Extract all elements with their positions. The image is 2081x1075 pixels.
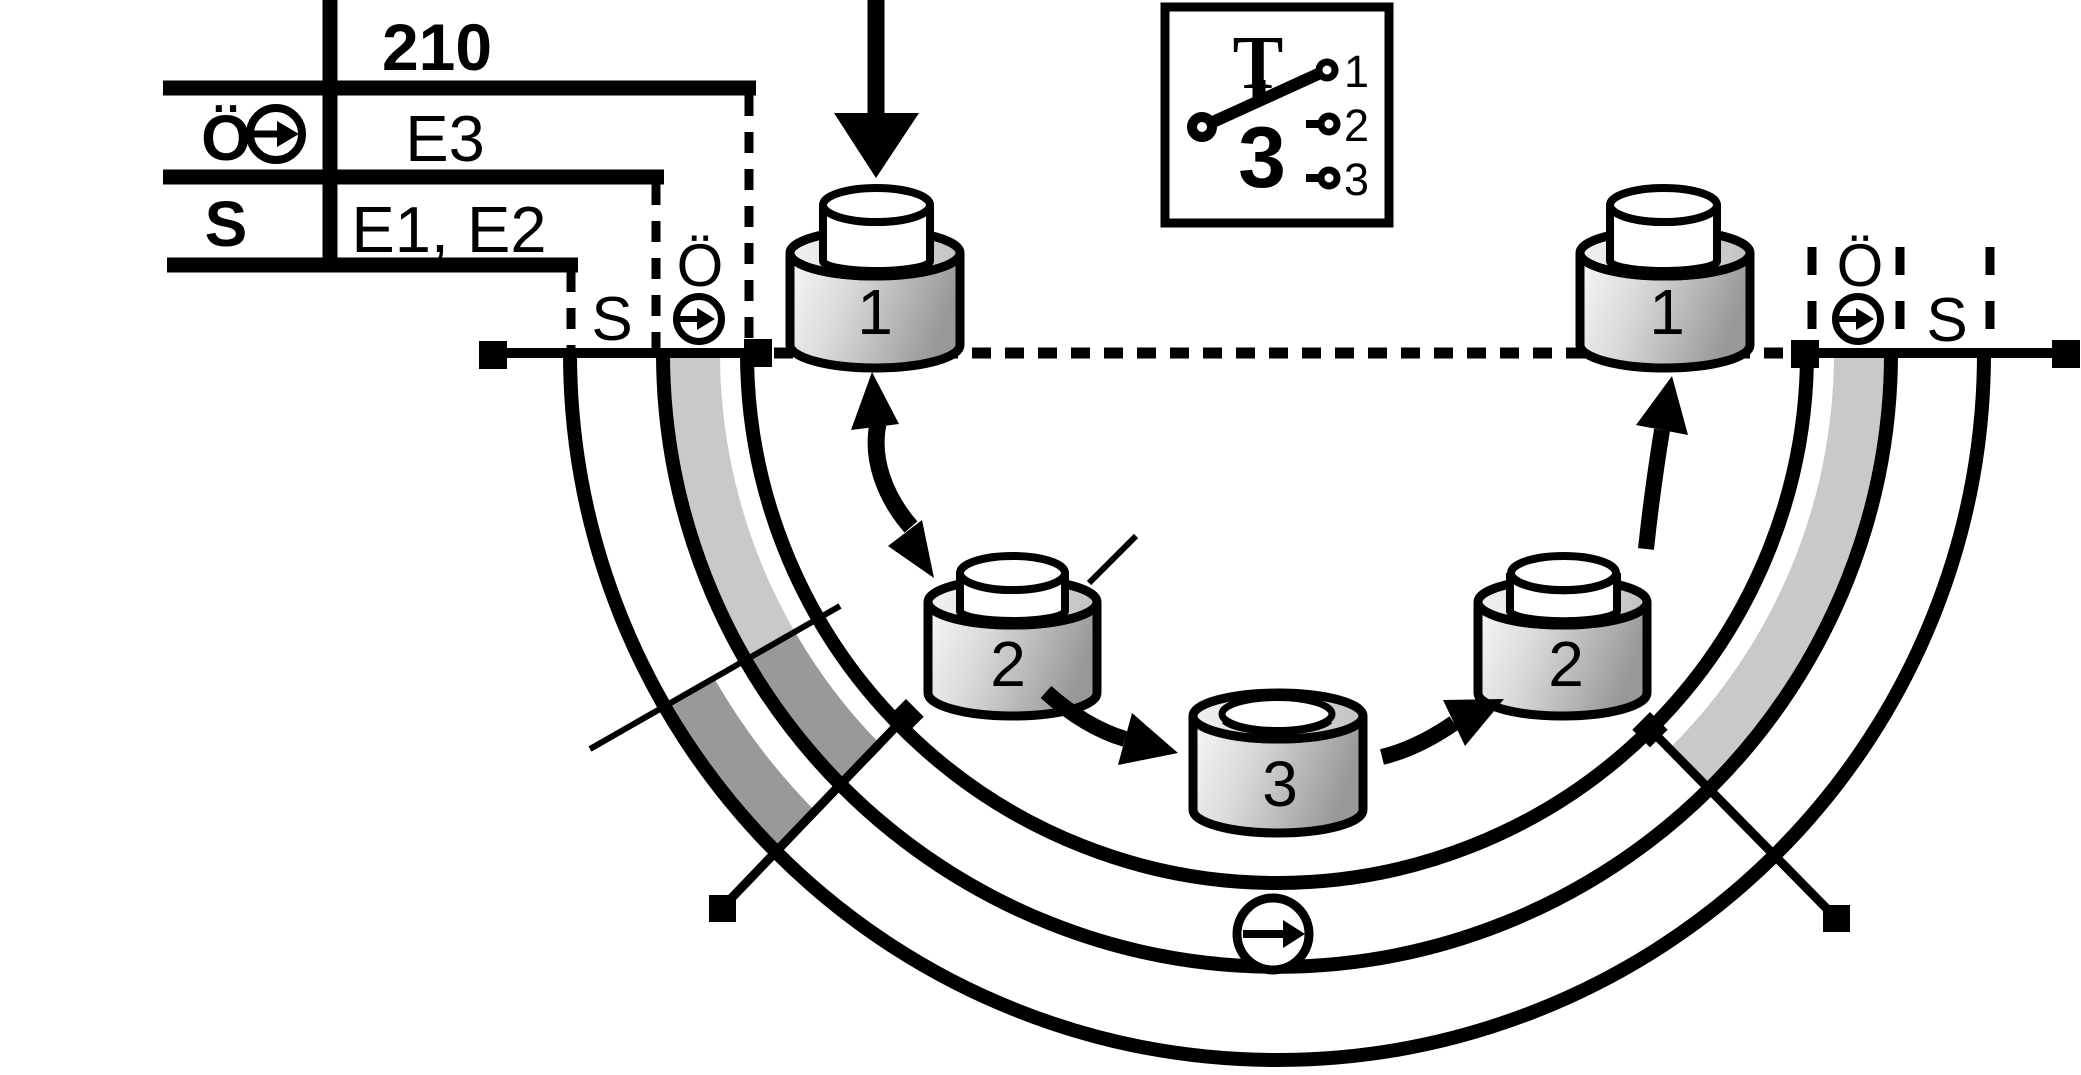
- cam-position-3: 3: [1188, 688, 1368, 838]
- switching-table: 210 Ö E3 S E1, E2: [163, 0, 756, 273]
- table-open-symbol: Ö: [201, 102, 251, 174]
- switch-contact-1: [1315, 58, 1339, 82]
- cam-position-1-left: 1: [785, 184, 965, 373]
- rotation-direction-icon: [1232, 893, 1314, 975]
- cam-position-2-right: 2: [1473, 552, 1652, 721]
- motion-arrows: [834, 0, 1688, 975]
- table-close-symbol: S: [205, 188, 248, 260]
- cam-pin-top: [956, 552, 1069, 594]
- band-right-light: [1671, 353, 1884, 782]
- cam-number: 2: [1548, 628, 1584, 700]
- switch-contact-2: [1317, 112, 1341, 136]
- arrow-2-to-3-icon: [1040, 686, 1178, 765]
- cam-number: 3: [1262, 748, 1298, 820]
- cam-number: 1: [857, 276, 893, 348]
- press-down-arrow-icon: [834, 0, 919, 178]
- axis-square-far-left: [479, 341, 507, 369]
- cam-pin-top: [1606, 184, 1721, 226]
- switch-contact-3-label: 3: [1344, 154, 1369, 205]
- zone-boundaries: [566, 95, 1995, 351]
- cam-pin-top: [819, 184, 934, 226]
- switch-contact-3: [1317, 166, 1341, 190]
- left-close-label: S: [591, 285, 632, 354]
- arrow-3-to-2-icon: [1379, 699, 1504, 765]
- thin-sector-line-left: [588, 603, 842, 752]
- switch-symbol-box: T 1 2 3 3: [1160, 2, 1394, 228]
- band-left-dark-inner: [751, 632, 883, 782]
- switch-contact-2-label: 2: [1344, 100, 1369, 151]
- cam-number: 1: [1649, 276, 1685, 348]
- thick-sector-line-left: [718, 712, 910, 912]
- cam-number: 2: [990, 628, 1026, 700]
- right-open-label: Ö: [1837, 232, 1884, 299]
- band-left-light: [669, 353, 795, 657]
- band-left-dark-outer: [671, 678, 817, 848]
- switch-lever: [1199, 64, 1330, 133]
- zone-labels: S Ö Ö S: [591, 232, 1967, 355]
- inner-arc: [740, 352, 1814, 890]
- cam-position-1-right: 1: [1575, 184, 1755, 373]
- right-close-label: S: [1926, 286, 1967, 355]
- switch-contact-1-label: 1: [1344, 46, 1369, 97]
- sector-line-left-diamond: [888, 699, 924, 735]
- double-curved-arrow-icon: [851, 372, 934, 578]
- open-direction-icon: [246, 104, 306, 164]
- cam-pin-top: [1507, 552, 1620, 594]
- table-close-value: E1, E2: [351, 193, 546, 266]
- cam-track-bands: [669, 353, 1884, 848]
- left-open-label: Ö: [677, 232, 724, 299]
- left-open-direction-icon: [673, 293, 725, 345]
- sector-line-right-end-square: [1823, 905, 1850, 932]
- cam-position-2-left: 2: [923, 552, 1102, 721]
- axis-square-right: [1791, 340, 1819, 368]
- axis-square-left: [744, 339, 772, 367]
- table-header: 210: [382, 10, 492, 84]
- switch-position-number: 3: [1238, 110, 1286, 206]
- outer-arc: [563, 352, 1991, 1067]
- arrow-2-to-1-icon: [1636, 376, 1688, 550]
- thick-sector-line-right: [1646, 725, 1840, 922]
- cam2-left-pointer-line: [1086, 533, 1139, 586]
- cam-hole-depth-line: [1221, 718, 1333, 735]
- right-open-direction-icon: [1832, 293, 1884, 345]
- table-open-value: E3: [405, 102, 485, 175]
- sector-line-left-end-square: [709, 895, 736, 922]
- axis-square-far-right: [2052, 340, 2080, 368]
- switch-pivot: [1187, 112, 1217, 142]
